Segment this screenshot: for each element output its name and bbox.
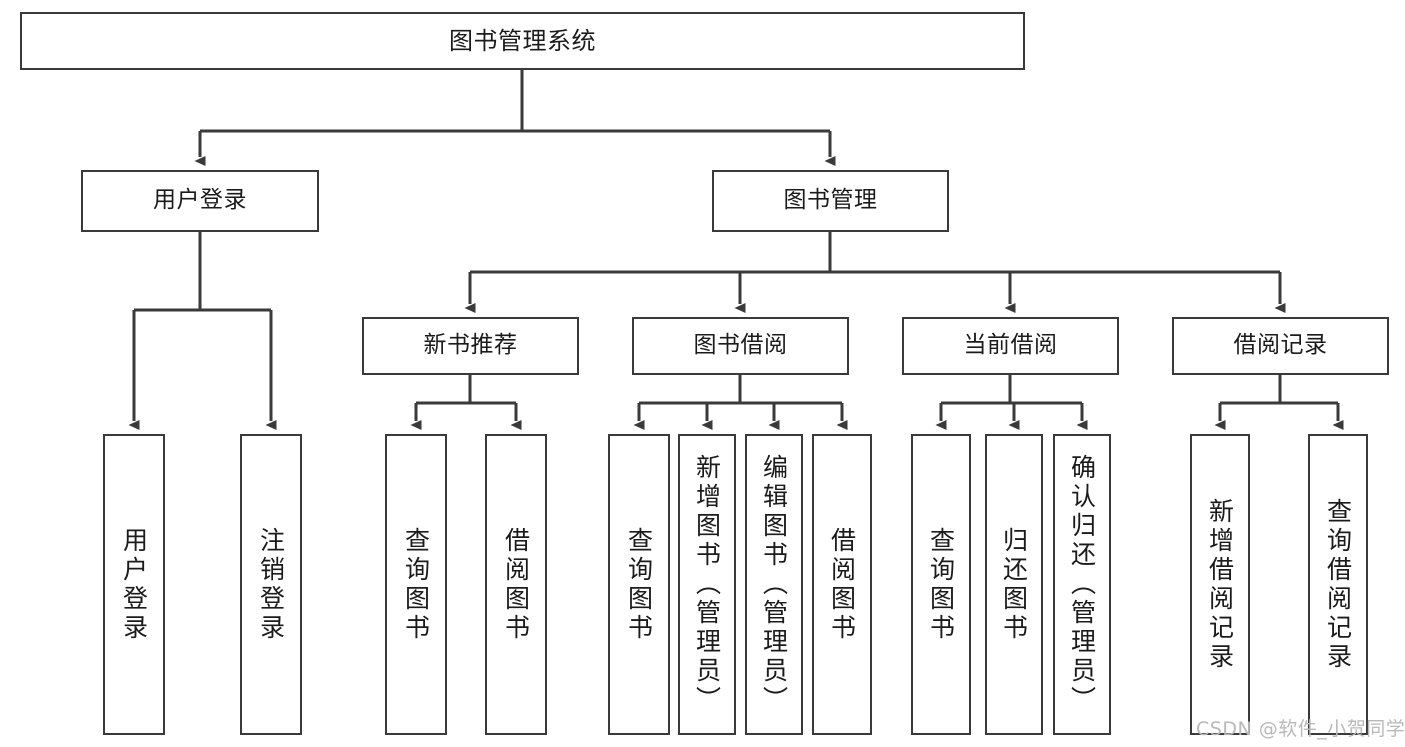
node-label: 查询图书 <box>401 526 431 643</box>
node-book-manage[interactable]: 图书管理 <box>712 170 949 232</box>
leaf-edit-book[interactable]: 编辑图书（管理员） <box>745 434 803 735</box>
node-label: 注销登录 <box>256 526 286 643</box>
node-user-login[interactable]: 用户登录 <box>81 170 319 232</box>
node-label: 新增借阅记录 <box>1205 497 1235 672</box>
leaf-query-book-borrow[interactable]: 查询图书 <box>608 434 670 735</box>
leaf-user-login[interactable]: 用户登录 <box>103 434 165 735</box>
node-current-borrow[interactable]: 当前借阅 <box>902 317 1119 375</box>
leaf-query-book-current[interactable]: 查询图书 <box>911 434 971 735</box>
leaf-add-borrow-record[interactable]: 新增借阅记录 <box>1190 434 1250 735</box>
leaf-add-book[interactable]: 新增图书（管理员） <box>678 434 736 735</box>
node-label: 查询图书 <box>624 526 654 643</box>
node-borrow-record[interactable]: 借阅记录 <box>1172 317 1389 375</box>
node-label: 当前借阅 <box>963 332 1058 359</box>
node-label: 确认归还（管理员） <box>1067 454 1097 715</box>
leaf-logout[interactable]: 注销登录 <box>240 434 302 735</box>
node-label: 新书推荐 <box>423 332 518 359</box>
leaf-borrow-book[interactable]: 借阅图书 <box>812 434 872 735</box>
leaf-confirm-return[interactable]: 确认归还（管理员） <box>1053 434 1111 735</box>
node-label: 借阅记录 <box>1233 332 1328 359</box>
node-label: 图书管理 <box>783 187 878 214</box>
leaf-query-borrow-record[interactable]: 查询借阅记录 <box>1308 434 1368 735</box>
node-label: 用户登录 <box>153 187 247 214</box>
node-label: 借阅图书 <box>501 526 531 643</box>
node-label: 用户登录 <box>119 526 149 643</box>
leaf-return-book[interactable]: 归还图书 <box>985 434 1043 735</box>
node-label: 查询图书 <box>926 526 956 643</box>
node-book-borrow[interactable]: 图书借阅 <box>632 317 849 375</box>
node-root-system[interactable]: 图书管理系统 <box>20 12 1025 70</box>
node-label: 归还图书 <box>999 526 1029 643</box>
node-label: 新增图书（管理员） <box>692 454 722 715</box>
node-label: 编辑图书（管理员） <box>759 454 789 715</box>
leaf-borrow-book-recommend[interactable]: 借阅图书 <box>485 434 547 735</box>
node-label: 借阅图书 <box>827 526 857 643</box>
node-label: 查询借阅记录 <box>1323 497 1353 672</box>
leaf-query-book-recommend[interactable]: 查询图书 <box>385 434 447 735</box>
node-label: 图书借阅 <box>693 332 788 359</box>
node-label: 图书管理系统 <box>449 26 596 55</box>
node-new-book-recommend[interactable]: 新书推荐 <box>362 317 579 375</box>
